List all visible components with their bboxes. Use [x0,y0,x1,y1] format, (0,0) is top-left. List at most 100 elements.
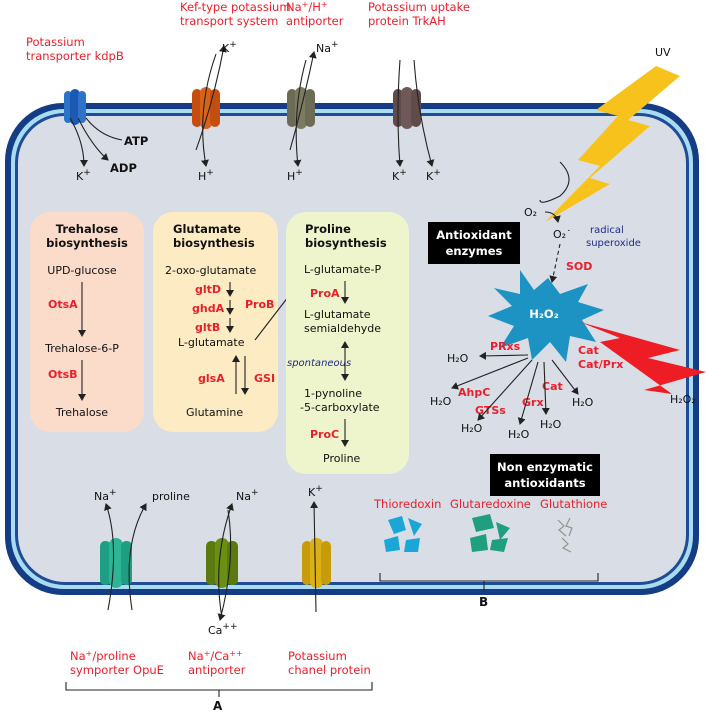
proa-enzyme: ProA [310,287,340,300]
h2o2-splash-icon [488,270,604,362]
gsi-enzyme: GSI [254,372,275,385]
atp-label: ATP [124,134,148,148]
glutamate-step-1: 2-oxo-glutamate [165,264,256,277]
trkah-label-2: protein TrkAH [368,14,446,28]
kdpb-k-arrow [69,117,88,167]
trkah-k-arrow-1 [395,59,404,167]
cat-enzyme-2: Cat [578,344,599,357]
kdpb-transporter-icon [64,89,86,125]
trehalose-box [30,212,144,432]
naca-ca-label: Ca++ [208,622,238,637]
opue-label: Na+/proline [70,649,136,663]
uv-label: UV [655,46,671,59]
prxs-arrow [479,351,529,360]
gltd-enzyme: gltD [195,283,221,296]
h2o-3: H₂O [461,422,483,435]
h2o-6: H₂O [572,396,594,409]
o2-label: O₂ [524,206,537,219]
trehalose-title-2: biosynthesis [46,236,128,250]
k-channel-arrow [310,501,319,613]
proline-title-1: Proline [305,222,351,236]
kdpb-label: Potassium [26,35,85,49]
label-b: B [479,595,488,609]
adp-label: ADP [110,161,137,175]
proc-enzyme: ProC [310,428,339,441]
kef-k-label: K+ [222,40,237,55]
antioxidant-title-1: Antioxidant [436,228,512,242]
cat-arrow-1 [541,361,550,415]
kef-k-arrow [195,45,227,151]
k-channel-label-2: chanel protein [288,663,371,677]
h2o-2: H₂O [430,395,452,408]
ahpc-arrow [451,357,529,390]
trehalose-title-1: Trehalose [56,222,119,236]
trehalose-step-2: Trehalose-6-P [44,342,119,355]
h2o2-center-label: H₂O₂ [529,307,558,321]
h2o2-red-lightning-icon [580,322,706,394]
naca-antiporter-icon [206,538,238,588]
o2-to-radical-arrow [544,211,561,223]
trkah-k-arrow-2 [413,59,435,167]
k-channel-icon [302,538,331,588]
sod-enzyme: SOD [566,260,592,273]
h2o-5: H₂O [540,418,562,431]
spontaneous-label: spontaneous [287,358,351,369]
glutamate-title-2: biosynthesis [173,236,255,250]
proline-step-2b: semialdehyde [304,322,381,335]
proline-title-2: biosynthesis [305,236,387,250]
kdpb-adp-arrow [77,117,109,161]
h2o-1: H₂O [447,352,469,365]
glutathione-icon [557,517,573,553]
catprx-enzyme: Cat/Prx [578,358,623,371]
otsa-enzyme: OtsA [48,298,78,311]
trehalose-step-1: UPD-glucose [47,264,117,277]
gtss-arrow [477,359,533,421]
nonenzymatic-title-2: antioxidants [504,476,585,490]
label-a: A [213,699,223,713]
o2-radical-label: O₂˙ [553,228,572,241]
naca-na-arrow [218,503,234,619]
h2o2-external-label: H₂O₂ [670,393,696,406]
antioxidant-enzymes-box [428,222,520,264]
naca-label-2: antiporter [188,663,246,677]
glsa-enzyme: glsA [198,372,225,385]
otsb-enzyme: OtsB [48,368,78,381]
gltb-enzyme: gltB [195,321,220,334]
trkah-transporter-icon [393,87,421,129]
glutamate-box [153,212,278,432]
prxs-enzyme: PRxs [490,340,521,353]
kef-h-arrow [201,53,217,167]
uv-o2-curve [539,161,570,203]
radical-label-1: radical [590,225,624,236]
nah-na-arrow [289,51,317,151]
naca-label: Na+/Ca++ [188,649,243,663]
proline-step-1: L-glutamate-P [304,263,381,276]
uv-lightning-icon [545,66,680,222]
opue-proline-arrow [128,503,147,611]
cat-enzyme-1: Cat [542,380,563,393]
thioredoxin-label: Thioredoxin [373,497,441,511]
glutamate-step-3: Glutamine [186,406,243,419]
kdpb-atp-curve [85,117,123,141]
proline-step-3a: 1-pynoline [304,387,362,400]
proline-step-3b: -5-carboxylate [300,401,380,414]
ghda-enzyme: ghdA [192,302,225,315]
trehalose-step-3: Trehalose [55,406,108,419]
antioxidant-title-2: enzymes [446,244,503,258]
nah-h-arrow [293,59,307,167]
nonenzymatic-box [490,454,600,496]
prob-enzyme: ProB [245,298,274,311]
k-channel-label: Potassium [288,649,347,663]
kef-label: Kef-type potassium [180,0,291,14]
nonenzymatic-title-1: Non enzymatic [497,460,593,474]
bracket-b [379,573,599,582]
glutathione-label: Glutathione [540,497,607,511]
proline-step-4: Proline [323,452,361,465]
naca-ca-arrow [217,509,232,621]
glutaredoxine-icon [470,514,510,552]
opue-label-2: symporter OpuE [70,663,164,677]
opue-symporter-icon [100,538,132,588]
thioredoxin-icon [384,516,422,552]
nah-label: Na+/H+ [286,0,328,14]
